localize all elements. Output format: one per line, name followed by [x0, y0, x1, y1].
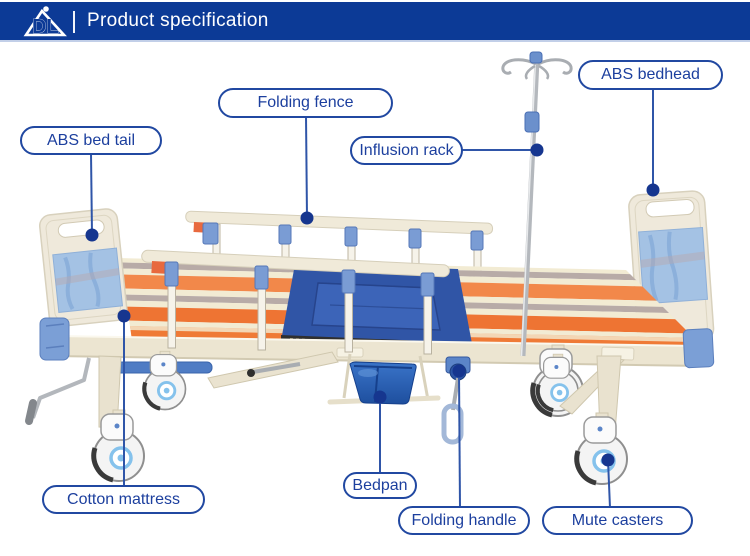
callout-line-folding-handle	[458, 372, 461, 509]
bed-tail-board	[38, 208, 128, 361]
callout-dots	[85, 143, 660, 467]
callout-dot-cotton-mattress	[117, 309, 131, 323]
bedhead-handle-cutout	[645, 199, 695, 218]
callout-dot-abs-bedhead	[646, 183, 660, 197]
header: DL Product specification	[0, 2, 750, 42]
callout-dot-folding-fence	[300, 211, 314, 225]
far-folding-fence	[185, 210, 494, 280]
bed-tail-window	[52, 247, 124, 314]
iv-hook-icon	[537, 58, 573, 75]
callout-bedpan: Bedpan	[343, 472, 417, 499]
callout-cotton-mattress: Cotton mattress	[42, 485, 205, 514]
caster-front-left	[94, 410, 144, 481]
logo-triangle-icon	[23, 8, 67, 37]
callout-influsion-rack: Influsion rack	[350, 136, 463, 165]
callout-line-folding-fence	[305, 115, 308, 219]
callout-folding-handle: Folding handle	[398, 506, 530, 535]
crank-rod	[252, 362, 301, 374]
near-folding-fence	[141, 249, 450, 355]
logo-text: DL	[32, 16, 59, 38]
callout-line-mute-casters	[607, 459, 611, 509]
header-divider	[73, 11, 75, 33]
callout-dot-mute-casters	[601, 453, 615, 467]
undercarriage	[25, 345, 627, 484]
page-title: Product specification	[87, 10, 269, 31]
iv-hook-icon	[501, 58, 537, 75]
caster-front-right	[577, 413, 627, 484]
brand-logo: DL	[23, 6, 67, 38]
pole-height-collar	[524, 111, 540, 133]
callout-dot-bedpan	[373, 390, 387, 404]
left-crank-handle	[31, 357, 91, 419]
callout-mute-casters: Mute casters	[542, 506, 693, 535]
callout-lines	[90, 88, 654, 509]
callout-dot-folding-handle	[452, 364, 466, 378]
logo-dot-icon	[43, 6, 49, 12]
callout-folding-fence: Folding fence	[218, 88, 393, 118]
callout-abs-bed-tail: ABS bed tail	[20, 126, 162, 155]
bedhead-corner-cap	[682, 328, 715, 369]
bed-tail-corner-cap	[39, 317, 70, 361]
callout-abs-bedhead: ABS bedhead	[578, 60, 723, 90]
callout-dot-abs-bed-tail	[85, 228, 99, 242]
caster-mid-left	[144, 351, 185, 409]
callout-dot-influsion-rack	[530, 143, 544, 157]
infusion-rack-pole	[501, 51, 573, 357]
callout-line-abs-bed-tail	[90, 152, 93, 236]
